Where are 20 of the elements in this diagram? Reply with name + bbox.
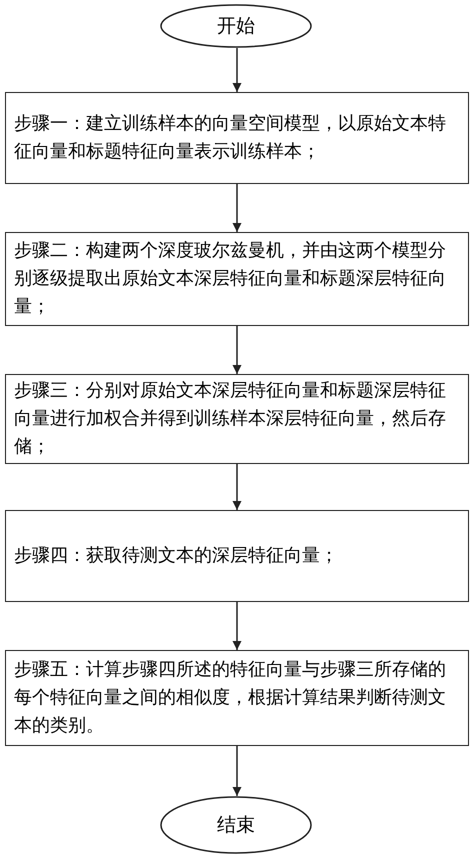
step-text: 步骤三：分别对原始文本深层特征向量和标题深层特征向量进行加权合并得到训练样本深层特征向量，然后存储； xyxy=(14,379,447,459)
terminal-oval xyxy=(160,4,312,48)
step-text: 步骤五：计算步骤四所述的特征向量与步骤三所存储的每个特征向量之间的相似度，根据计算结果判断待测文本的类别。 xyxy=(14,658,447,738)
step-text: 步骤四：获取待测文本的深层特征向量； xyxy=(14,544,338,568)
arrow xyxy=(232,602,242,650)
terminal-label: 开始 xyxy=(217,14,255,39)
terminal-label: 结束 xyxy=(217,813,255,838)
terminal-oval xyxy=(160,796,312,854)
arrow xyxy=(232,746,242,796)
arrow xyxy=(232,464,242,510)
process-box xyxy=(5,650,469,746)
process-box xyxy=(5,232,469,326)
process-box xyxy=(5,92,469,184)
arrow xyxy=(232,326,242,374)
step-text: 步骤一：建立训练样本的向量空间模型，以原始文本特征向量和标题特征向量表示训练样本； xyxy=(14,112,447,164)
process-box xyxy=(5,510,469,602)
arrow xyxy=(232,184,242,232)
arrow xyxy=(232,48,242,92)
process-box xyxy=(5,374,469,464)
step-text: 步骤二：构建两个深度玻尔兹曼机，并由这两个模型分别逐级提取出原始文本深层特征向量和标题深层特征向量； xyxy=(14,239,447,319)
